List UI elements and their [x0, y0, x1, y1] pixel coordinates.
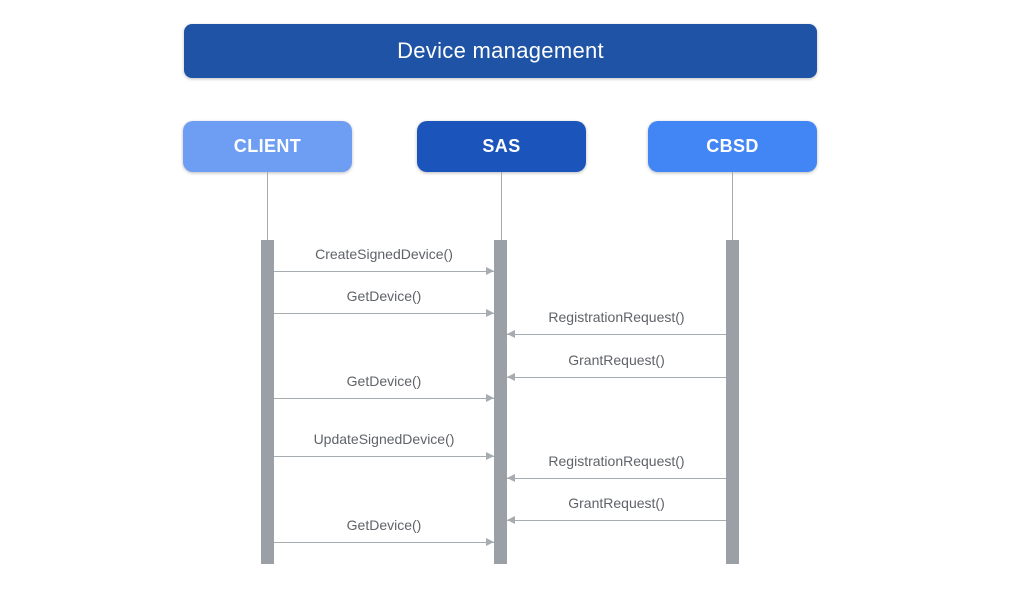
diagram-title: Device management [397, 38, 604, 63]
arrowhead-icon [507, 474, 515, 482]
arrowhead-icon [486, 538, 494, 546]
actor-label-client: CLIENT [233, 136, 302, 156]
message-7: RegistrationRequest() [507, 452, 726, 482]
arrowhead-icon [507, 516, 515, 524]
activation-bar-cbsd [726, 240, 739, 564]
message-line [507, 478, 726, 479]
message-2: GetDevice() [274, 287, 494, 317]
actor-label-cbsd: CBSD [706, 136, 759, 156]
lifeline-client [267, 172, 268, 240]
actor-box-cbsd: CBSD [648, 121, 817, 172]
actor-label-sas: SAS [482, 136, 521, 156]
message-label: GetDevice() [346, 517, 422, 533]
message-line [274, 271, 494, 272]
actor-box-client: CLIENT [183, 121, 352, 172]
message-6: UpdateSignedDevice() [274, 430, 494, 460]
message-line [507, 520, 726, 521]
message-line [507, 377, 726, 378]
arrowhead-icon [486, 267, 494, 275]
message-line [507, 334, 726, 335]
arrowhead-icon [507, 330, 515, 338]
activation-bar-sas [494, 240, 507, 564]
message-label: RegistrationRequest() [548, 309, 685, 325]
diagram-title-bar: Device management [184, 24, 817, 78]
message-label: CreateSignedDevice() [315, 246, 453, 262]
message-3: RegistrationRequest() [507, 308, 726, 338]
message-label: UpdateSignedDevice() [313, 431, 455, 447]
lifeline-sas [501, 172, 502, 240]
arrowhead-icon [486, 309, 494, 317]
message-label: GrantRequest() [568, 495, 665, 511]
message-label: RegistrationRequest() [548, 453, 685, 469]
message-8: GrantRequest() [507, 494, 726, 524]
message-9: GetDevice() [274, 516, 494, 546]
message-line [274, 456, 494, 457]
message-line [274, 313, 494, 314]
lifeline-cbsd [732, 172, 733, 240]
activation-bar-client [261, 240, 274, 564]
message-4: GrantRequest() [507, 351, 726, 381]
arrowhead-icon [486, 394, 494, 402]
message-label: GetDevice() [346, 373, 422, 389]
message-1: CreateSignedDevice() [274, 245, 494, 275]
message-label: GetDevice() [346, 288, 422, 304]
arrowhead-icon [486, 452, 494, 460]
message-5: GetDevice() [274, 372, 494, 402]
arrowhead-icon [507, 373, 515, 381]
message-line [274, 542, 494, 543]
message-label: GrantRequest() [568, 352, 665, 368]
message-line [274, 398, 494, 399]
actor-box-sas: SAS [417, 121, 586, 172]
